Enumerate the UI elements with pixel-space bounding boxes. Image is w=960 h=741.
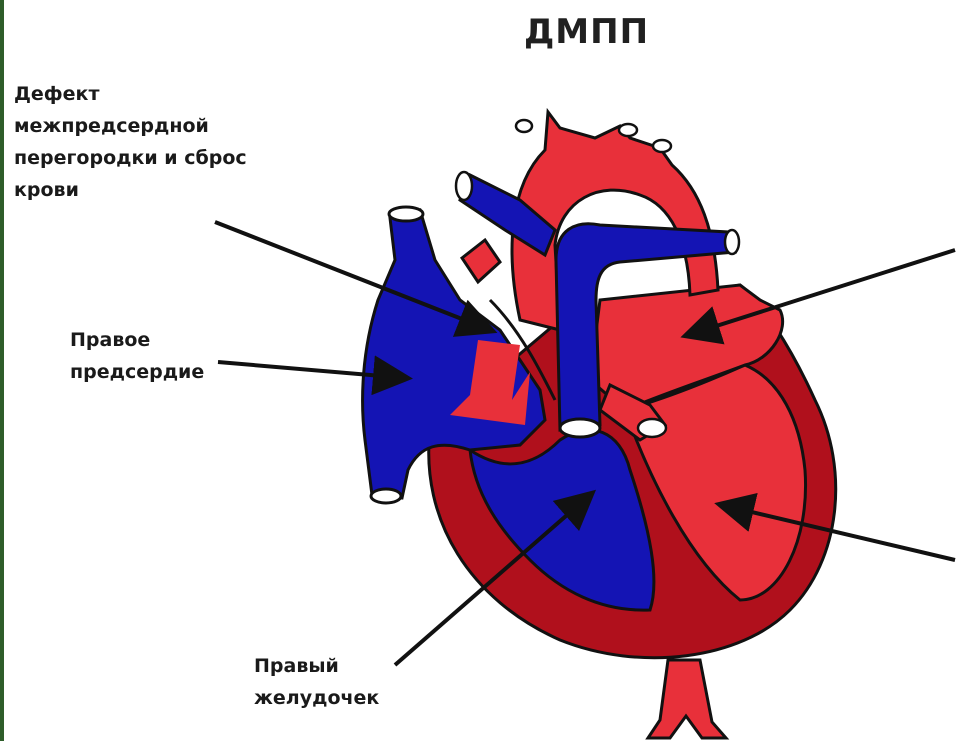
pulmonary-vein-opening: [638, 419, 666, 437]
asd-pointer-arrow: [215, 222, 490, 330]
ivc-opening: [371, 489, 401, 503]
left-pulmonary-opening: [456, 172, 472, 200]
right-pulmonary-opening: [725, 230, 739, 254]
pulmonary-valve-opening: [560, 419, 600, 437]
brachiocephalic-opening: [516, 120, 532, 132]
descending-aorta: [648, 660, 726, 738]
carotid-opening: [619, 124, 637, 136]
svc-opening: [389, 207, 423, 221]
upper-pulmonary-vein: [462, 240, 500, 282]
subclavian-opening: [653, 140, 671, 152]
